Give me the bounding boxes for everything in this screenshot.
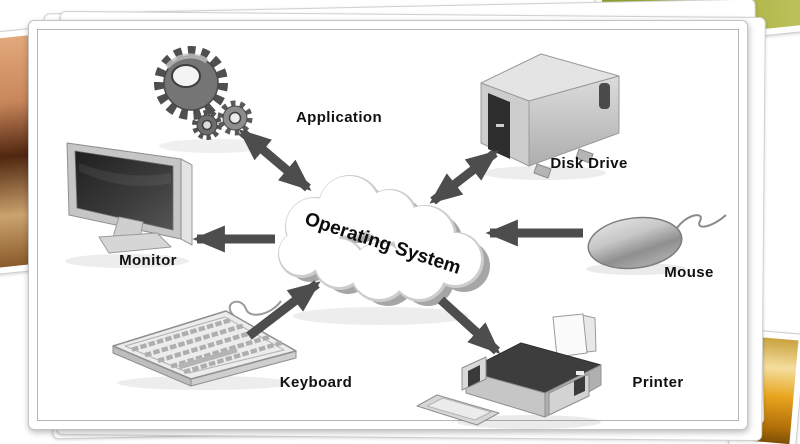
os-diagram-canvas: Operating System <box>65 46 727 429</box>
diagram-card: Operating System Application Disk Drive … <box>28 20 748 430</box>
arrow-os-disk-drive <box>429 149 499 205</box>
arrow-os-to-printer <box>437 296 501 355</box>
mouse-icon <box>586 214 727 275</box>
label-disk-drive: Disk Drive <box>550 155 628 172</box>
disk-drive-icon <box>480 53 620 180</box>
arrows-layer <box>192 128 583 355</box>
keyboard-icon <box>112 300 297 390</box>
label-mouse: Mouse <box>664 264 714 281</box>
monitor-icon <box>65 142 193 268</box>
label-printer: Printer <box>632 374 684 391</box>
os-cloud: Operating System <box>278 175 490 325</box>
arrow-keyboard-to-os <box>246 280 321 340</box>
mouse-cable <box>676 214 727 229</box>
label-keyboard: Keyboard <box>279 374 353 391</box>
arrow-os-application <box>238 128 312 192</box>
label-monitor: Monitor <box>119 252 177 269</box>
printer-icon <box>416 313 602 429</box>
keyboard-cable <box>228 300 282 317</box>
label-application: Application <box>295 109 383 126</box>
diagram-inner-frame <box>37 29 739 421</box>
